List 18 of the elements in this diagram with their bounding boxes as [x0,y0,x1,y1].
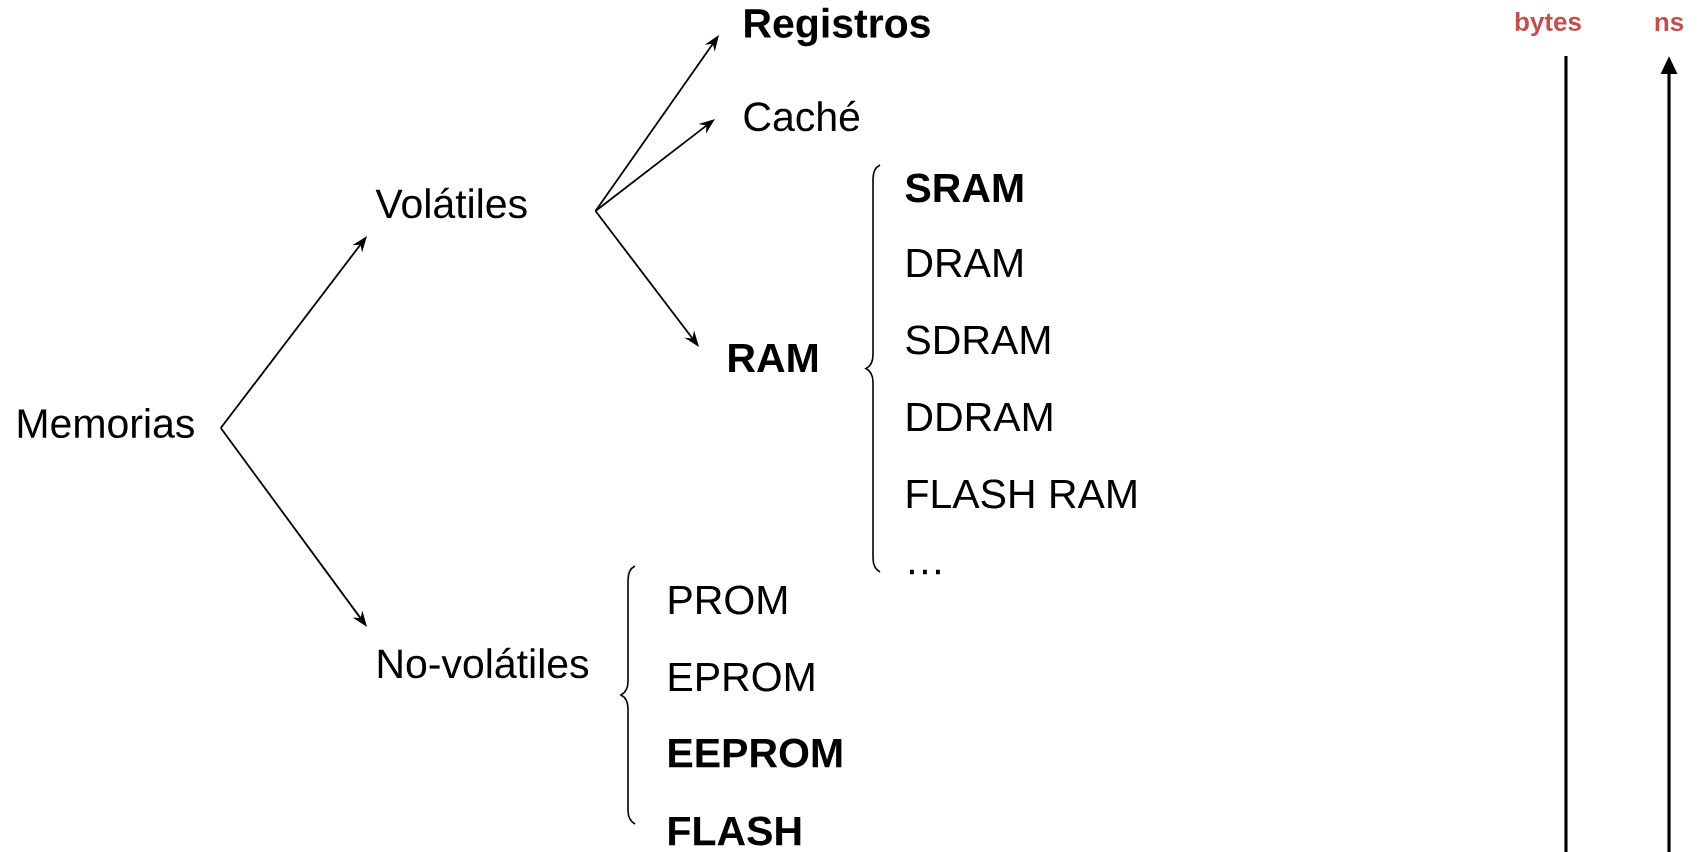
tree-label: Memorias [18,407,194,439]
list-item: FLASH RAM [907,479,1136,509]
tree-label: Volátiles [375,187,527,219]
tree-label: No-volátiles [378,647,589,679]
axis-label: ns [1655,16,1684,32]
tree-label: RAM [729,343,817,373]
tree-label: Registros [745,7,930,47]
list-item: EPROM [669,662,814,692]
list-item: PROM [669,585,787,615]
list-item: EEPROM [669,738,842,768]
axis-label: bytes [1515,11,1581,37]
list-item: FLASH [669,816,801,846]
list-item: … [909,569,940,575]
list-item: DRAM [907,248,1022,278]
list-item: SRAM [905,173,1023,203]
list-item: DDRAM [907,402,1052,432]
tree-label: Caché [744,100,860,132]
list-item: SDRAM [906,325,1050,355]
